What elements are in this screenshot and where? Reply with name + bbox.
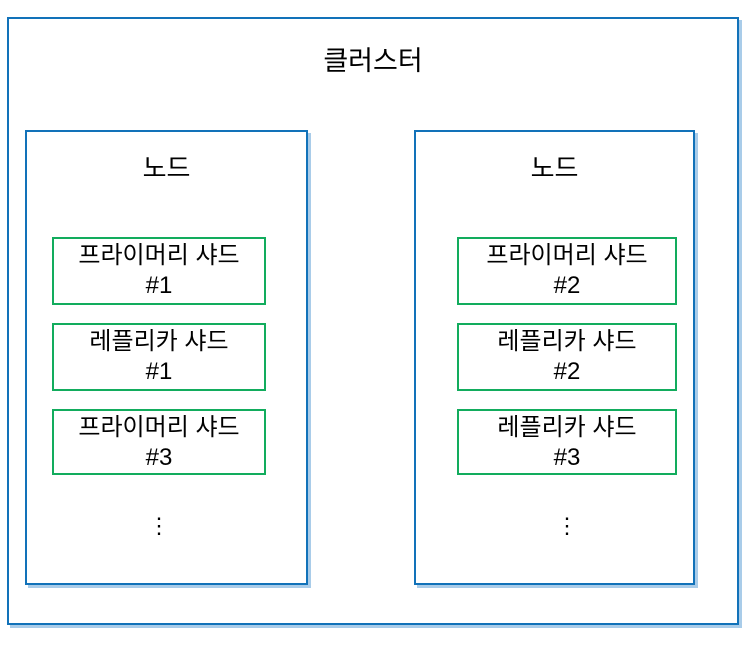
node-title: 노드 xyxy=(530,153,579,183)
shard-number: #2 xyxy=(553,272,581,299)
shard-name: 프라이머리 샤드 xyxy=(78,242,240,269)
node-title: 노드 xyxy=(142,153,191,183)
shard-box-replica-1: 레플리카 샤드 #1 xyxy=(52,323,266,391)
vertical-ellipsis: ⋮ xyxy=(556,513,578,538)
node-box-left: 노드 프라이머리 샤드 #1 레플리카 샤드 #1 프라이머리 샤드 #3 ⋮ xyxy=(25,130,308,585)
shard-name: 레플리카 샤드 xyxy=(89,328,229,355)
shard-number: #1 xyxy=(145,358,173,385)
cluster-title: 클러스터 xyxy=(323,46,423,76)
node-box-right: 노드 프라이머리 샤드 #2 레플리카 샤드 #2 레플리카 샤드 #3 ⋮ xyxy=(414,130,695,585)
shard-name: 프라이머리 샤드 xyxy=(486,242,648,269)
shard-box-primary-3: 프라이머리 샤드 #3 xyxy=(52,409,266,475)
vertical-ellipsis: ⋮ xyxy=(148,513,170,538)
shard-name: 프라이머리 샤드 xyxy=(78,414,240,441)
shard-box-replica-3: 레플리카 샤드 #3 xyxy=(457,409,677,475)
shard-number: #1 xyxy=(145,272,173,299)
shard-number: #3 xyxy=(553,444,581,471)
shard-box-primary-2: 프라이머리 샤드 #2 xyxy=(457,237,677,305)
shard-name: 레플리카 샤드 xyxy=(497,328,637,355)
shard-name: 레플리카 샤드 xyxy=(497,414,637,441)
cluster-box: 클러스터 노드 프라이머리 샤드 #1 레플리카 샤드 #1 프라이머리 샤드 … xyxy=(7,17,739,625)
shard-number: #3 xyxy=(145,444,173,471)
shard-box-primary-1: 프라이머리 샤드 #1 xyxy=(52,237,266,305)
shard-box-replica-2: 레플리카 샤드 #2 xyxy=(457,323,677,391)
shard-number: #2 xyxy=(553,358,581,385)
